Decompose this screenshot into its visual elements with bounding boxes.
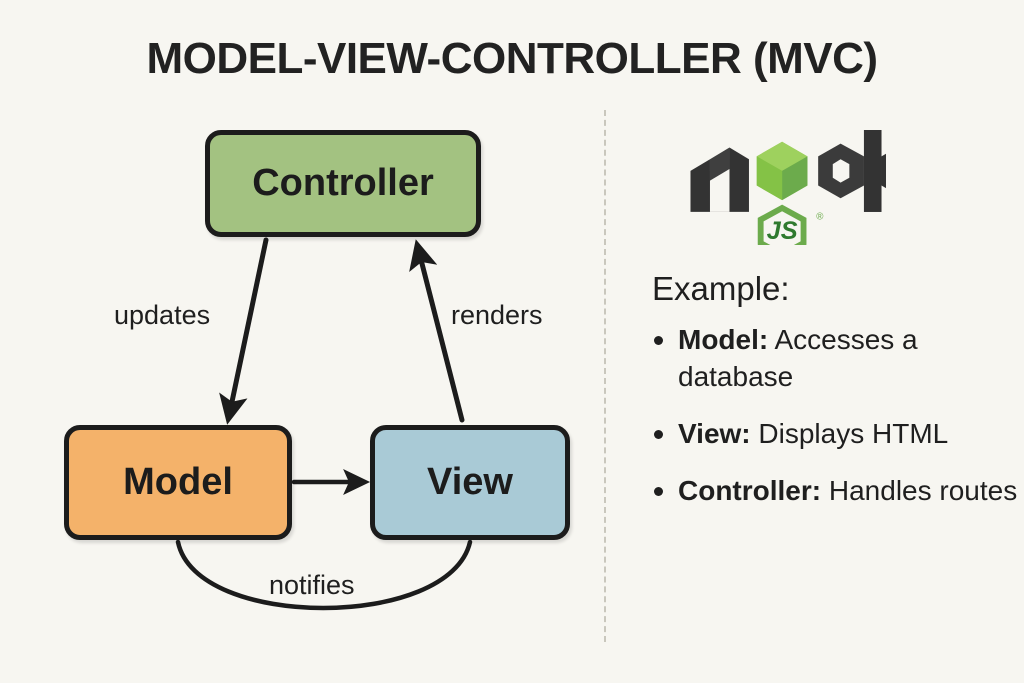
example-bullet-list: Model: Accesses a database View: Display… [646,322,1018,530]
edge-label-updates: updates [114,300,211,330]
list-item: Controller: Handles routes [646,473,1018,510]
bullet-text: Displays HTML [750,417,949,449]
page-title: MODEL-VIEW-CONTROLLER (MVC) [146,34,878,83]
node-model[interactable]: Model [64,425,292,540]
diagram-arrows [175,237,473,611]
bullet-dot-icon [654,486,663,496]
bullet-text: Accesses a database [678,324,918,392]
node-controller-label: Controller [252,162,434,204]
list-item: Model: Accesses a database [646,322,1018,396]
bullet-term: View: [678,417,751,449]
node-view[interactable]: View [370,425,570,540]
bullet-dot-icon [654,336,663,345]
vertical-divider [604,110,606,642]
example-heading: Example: [652,270,790,307]
bullet-term: Model: [678,324,769,355]
arrow-model-to-view-notifies [175,539,473,611]
edge-label-renders: renders [451,300,543,330]
bullet-term: Controller: [678,474,822,506]
right-panel: JS ® Example: Model: Accesses a database… [646,125,1018,645]
nodejs-trademark-mark: ® [816,212,824,223]
arrow-controller-to-model [219,237,269,425]
edge-label-notifies: notifies [269,570,355,600]
nodejs-logo-icon: JS ® [690,130,886,245]
node-view-label: View [427,461,513,503]
bullet-dot-icon [654,429,663,439]
nodejs-js-badge-text: JS [767,217,798,245]
arrow-view-to-controller [409,239,465,423]
bullet-text: Handles routes [821,474,1018,506]
list-item: View: Displays HTML [646,416,1018,453]
node-controller[interactable]: Controller [205,130,481,237]
node-model-label: Model [123,461,233,503]
